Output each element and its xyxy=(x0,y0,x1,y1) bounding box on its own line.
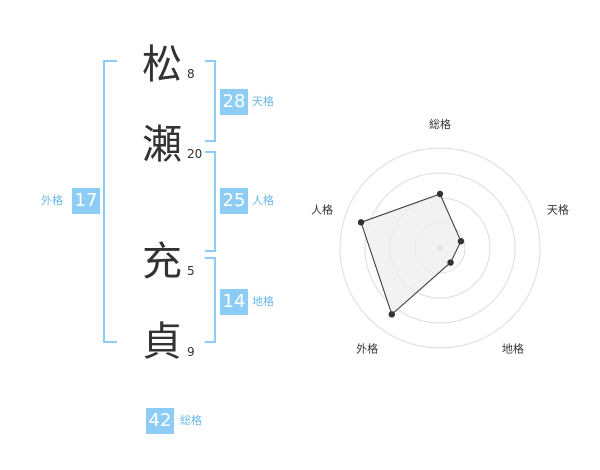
radar-ring xyxy=(364,172,516,324)
radar-point xyxy=(357,219,365,226)
radar-ring xyxy=(339,147,541,349)
ten-value-badge: 28 xyxy=(220,89,248,115)
name-char-1: 松 xyxy=(142,42,182,88)
radar-points xyxy=(357,190,465,318)
name-char-4: 貞 xyxy=(142,319,182,365)
radar-point xyxy=(436,190,444,198)
radar-axis-label: 天格 xyxy=(547,203,569,217)
radar-area xyxy=(360,193,462,316)
jin-bracket xyxy=(205,151,216,252)
ten-bracket xyxy=(205,60,216,142)
stroke-count-2: 20 xyxy=(187,147,203,161)
chi-label: 地格 xyxy=(252,295,274,308)
chi-value-badge: 14 xyxy=(220,289,248,315)
jin-label: 人格 xyxy=(252,194,274,207)
outer-bracket xyxy=(103,60,117,343)
stroke-count-1: 8 xyxy=(187,67,195,81)
radar-point xyxy=(457,238,465,245)
radar-axis-label: 総格 xyxy=(429,117,451,131)
gai-value-badge: 17 xyxy=(72,188,100,214)
stroke-count-4: 9 xyxy=(187,345,195,359)
total-label: 総格 xyxy=(180,414,202,427)
total-value-badge: 42 xyxy=(146,408,174,434)
jin-value-badge: 25 xyxy=(220,188,248,214)
name-char-3: 充 xyxy=(142,239,182,285)
name-char-2: 瀬 xyxy=(142,122,182,168)
ten-label: 天格 xyxy=(252,95,274,108)
stroke-count-3: 5 xyxy=(187,264,195,278)
chi-bracket xyxy=(205,257,216,343)
gai-label: 外格 xyxy=(41,194,63,207)
radar-point xyxy=(447,259,454,266)
radar-point xyxy=(388,311,396,318)
radar-axis-label: 人格 xyxy=(311,203,333,217)
radar-axis-label: 外格 xyxy=(356,341,378,355)
radar-axis-label: 地格 xyxy=(502,341,524,355)
